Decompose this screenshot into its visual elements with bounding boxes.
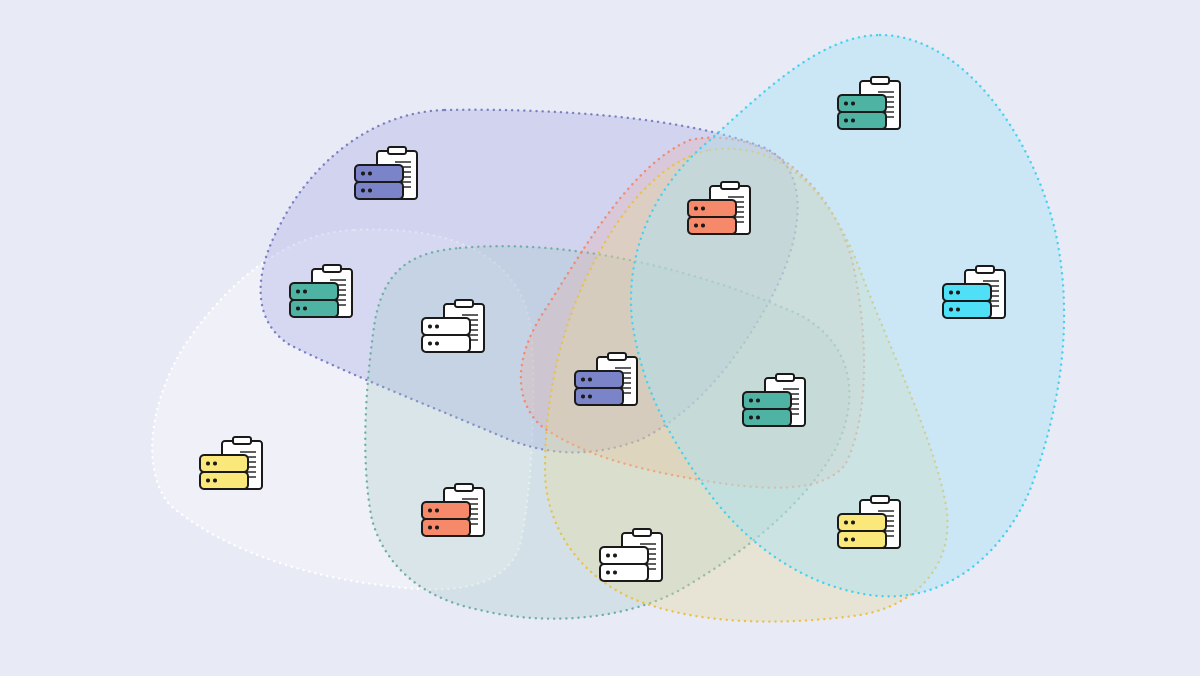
server-node-teal-top-right	[837, 76, 901, 130]
server-led-dot	[956, 307, 960, 312]
clipboard-clip-icon	[454, 483, 474, 492]
server-node-purple-center	[574, 352, 638, 406]
server-node-white-bottom	[599, 528, 663, 582]
server-unit-icon	[574, 387, 624, 406]
server-unit-icon	[289, 299, 339, 318]
server-led-dot	[296, 306, 300, 311]
clipboard-clip-icon	[975, 265, 995, 274]
clipboard-clip-icon	[870, 76, 890, 85]
server-node-purple-top	[354, 146, 418, 200]
server-led-dot	[749, 415, 753, 420]
clipboard-clip-icon	[322, 264, 342, 273]
server-led-dot	[949, 307, 953, 312]
server-led-dot	[613, 553, 617, 558]
server-unit-icon	[599, 563, 649, 582]
server-led-dot	[851, 101, 855, 106]
server-led-dot	[606, 553, 610, 558]
server-led-dot	[949, 290, 953, 295]
cyan-region	[629, 33, 1066, 598]
server-led-dot	[435, 508, 439, 513]
server-led-dot	[368, 171, 372, 176]
server-led-dot	[206, 478, 210, 483]
server-node-cyan-right	[942, 265, 1006, 319]
server-led-dot	[303, 306, 307, 311]
server-led-dot	[581, 394, 585, 399]
server-unit-icon	[421, 518, 471, 537]
server-node-orange-bottom	[421, 483, 485, 537]
server-node-yellow-left	[199, 436, 263, 490]
server-led-dot	[588, 394, 592, 399]
server-led-dot	[956, 290, 960, 295]
server-led-dot	[701, 206, 705, 211]
clipboard-clip-icon	[607, 352, 627, 361]
server-node-teal-center	[742, 373, 806, 427]
server-led-dot	[851, 520, 855, 525]
server-node-orange-top	[687, 181, 751, 235]
server-led-dot	[606, 570, 610, 575]
server-led-dot	[303, 289, 307, 294]
server-led-dot	[851, 118, 855, 123]
server-led-dot	[361, 171, 365, 176]
server-led-dot	[435, 324, 439, 329]
server-led-dot	[206, 461, 210, 466]
server-led-dot	[694, 206, 698, 211]
server-unit-icon	[687, 216, 737, 235]
server-led-dot	[428, 341, 432, 346]
server-node-white-left	[421, 299, 485, 353]
server-led-dot	[756, 398, 760, 403]
server-unit-icon	[837, 111, 887, 130]
server-node-yellow-right	[837, 495, 901, 549]
server-led-dot	[701, 223, 705, 228]
server-led-dot	[749, 398, 753, 403]
server-led-dot	[588, 377, 592, 382]
clipboard-clip-icon	[632, 528, 652, 537]
teal-region	[364, 245, 851, 620]
server-led-dot	[428, 525, 432, 530]
server-unit-icon	[742, 408, 792, 427]
server-unit-icon	[421, 334, 471, 353]
server-node-teal-left	[289, 264, 353, 318]
server-unit-icon	[837, 530, 887, 549]
clipboard-clip-icon	[870, 495, 890, 504]
server-led-dot	[844, 101, 848, 106]
server-led-dot	[756, 415, 760, 420]
clipboard-clip-icon	[775, 373, 795, 382]
clipboard-clip-icon	[387, 146, 407, 155]
server-led-dot	[213, 461, 217, 466]
server-led-dot	[435, 525, 439, 530]
yellow-region	[543, 147, 949, 623]
server-led-dot	[213, 478, 217, 483]
server-unit-icon	[199, 471, 249, 490]
server-led-dot	[844, 520, 848, 525]
node-layer	[199, 76, 1006, 582]
server-led-dot	[851, 537, 855, 542]
server-led-dot	[368, 188, 372, 193]
server-unit-icon	[942, 300, 992, 319]
server-unit-icon	[354, 181, 404, 200]
clipboard-clip-icon	[720, 181, 740, 190]
server-led-dot	[296, 289, 300, 294]
server-led-dot	[613, 570, 617, 575]
server-led-dot	[694, 223, 698, 228]
clipboard-clip-icon	[454, 299, 474, 308]
server-led-dot	[844, 118, 848, 123]
clipboard-clip-icon	[232, 436, 252, 445]
server-led-dot	[361, 188, 365, 193]
server-led-dot	[844, 537, 848, 542]
server-led-dot	[428, 324, 432, 329]
server-led-dot	[581, 377, 585, 382]
server-led-dot	[435, 341, 439, 346]
server-led-dot	[428, 508, 432, 513]
